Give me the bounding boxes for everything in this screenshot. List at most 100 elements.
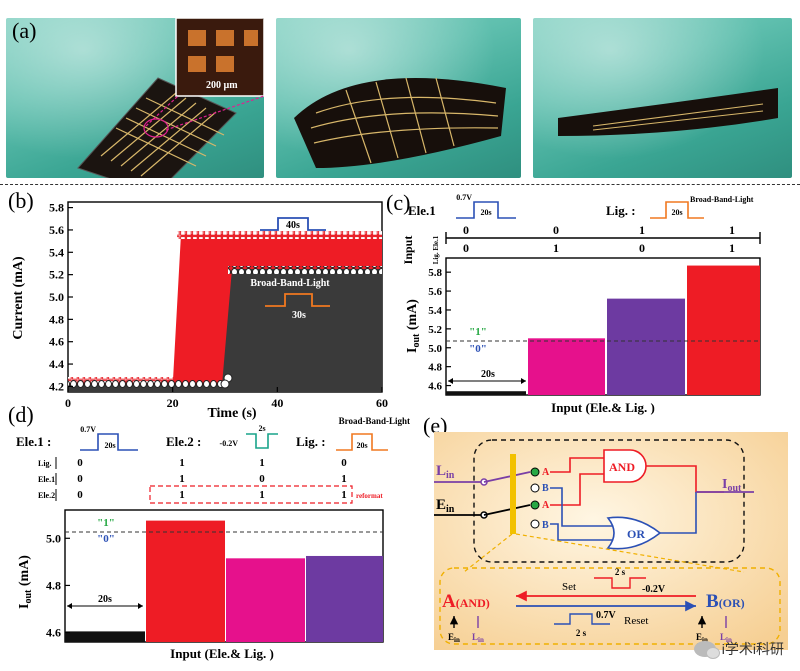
chart-b-pulse-light-width: 30s [292,310,306,321]
chart-c-bar [607,298,685,395]
chart-b-yticks: 4.24.44.64.85.05.25.45.65.8 [49,201,73,393]
chart-b-ytick-label: 5.2 [49,268,64,282]
chart-c-input-label: Input [401,236,415,265]
chart-d-row-name: Ele.2 [38,491,55,500]
panel-b-label: (b) [8,188,34,213]
chart-c-row-labels: Lig. Ele.1 [432,235,440,264]
chart-d: Ele.1 : 0.7V 20s Ele.2 : -0.2V 2s Lig. :… [16,416,410,661]
chart-c-ytick-label: 5.8 [428,267,442,279]
chart-d-ytick-label: 4.6 [46,626,61,640]
diagram-e-and-gate: AND [609,460,635,474]
diagram-e-reset-voltage: 0.7V [596,610,617,621]
chart-c-lig-cell: 0 [639,241,645,255]
diagram-e-state-b: B(OR) [706,591,745,612]
chart-b-xtick-label: 60 [376,396,388,410]
chart-d-reformat: reformat [356,492,383,500]
chart-b-xtick-label: 20 [167,396,179,410]
diagram-e-set-time: 2 s [615,567,626,577]
diagram-e-set-label: Set [562,581,576,593]
photo-device-bent [276,18,521,178]
chart-d-cell: 0 [341,457,347,469]
diagram-e-state-a: A(AND) [442,591,490,612]
chart-c-ele-cell: 1 [639,223,645,237]
chart-c-ytick-label: 5.0 [428,343,442,355]
chart-d-threshold-one: "1" [97,517,115,529]
chart-c-bar [528,338,605,395]
chart-d-ele1-width: 20s [104,441,115,450]
chart-b-pulse-electric-width: 40s [286,220,300,231]
chart-d-ytick-label: 5.0 [46,531,61,545]
chart-b-xtick-label: 40 [271,396,283,410]
chart-c-lig-cell: 1 [729,241,735,255]
watermark: i学术i科研 [693,639,784,659]
chart-c-time-tag: 20s [481,369,495,380]
chart-c: Ele.1 0.7V 20s Lig. : 20s Broad-Band-Lig… [401,193,761,415]
chart-d-cell: 1 [179,473,185,485]
chart-c-threshold-zero: "0" [469,343,487,355]
chart-d-cell: 0 [259,473,265,485]
chart-b-ytick-label: 5.8 [49,201,64,215]
panel-a-label: (a) [12,18,37,43]
diagram-e-pin-b2: B [542,520,549,531]
chart-d-cell: 1 [259,457,265,469]
chart-d-time-tag: 20s [98,594,112,605]
chart-b-ylabel: Current (mA) [11,256,26,340]
chart-c-ylabel: Iout (mA) [405,299,422,353]
photo-device-flat: 200 µm [6,18,264,178]
chart-c-ele-width: 20s [480,208,491,217]
panel-d-label: (d) [8,402,34,427]
chart-c-ele-pulse: 0.7V [456,193,472,202]
chart-d-row-name: Lig. [38,459,52,468]
diagram-e-reset-label: Reset [624,615,648,627]
chart-c-ytick-label: 5.2 [428,324,442,336]
chart-c-lig-label: Lig. : [606,203,636,218]
chart-c-ytick-label: 5.4 [428,305,442,317]
diagram-e-iout: Iout [722,477,742,494]
chart-d-ylabel: Iout (mA) [17,555,34,609]
chart-d-bar [226,558,305,642]
chart-b-ytick-label: 5.4 [49,245,64,259]
chart-c-ytick-label: 4.6 [428,381,442,393]
chart-c-lig-pulse: Broad-Band-Light [690,195,754,204]
chart-c-ytick-label: 4.8 [428,362,442,374]
chart-d-lig-pulse: Broad-Band-Light [339,416,410,426]
chart-c-bar [446,391,526,395]
chart-b-ytick-label: 4.4 [49,357,64,371]
diagram-e-pin-a1: A [542,467,550,478]
diagram-e-lin: Lin [436,463,455,481]
chart-d-cell: 0 [77,489,83,501]
chart-c-bars [446,265,760,395]
chart-b-xticks: 0 20 40 60 [65,387,388,410]
chart-c-ele-label: Ele.1 [408,203,436,218]
chart-b-ytick-label: 5.6 [49,223,64,237]
diagram-e-or-gate: OR [627,527,645,541]
chart-d-yticks: 4.64.85.0 [46,531,70,640]
diagram-e-bottom-lin-b: Lin [720,632,732,644]
chart-c-ytick-label: 5.6 [428,286,442,298]
chart-d-bar [306,555,383,642]
chart-b-ytick-label: 4.2 [49,379,64,393]
chart-d-cell: 1 [259,489,265,501]
diagram-e-pin-b1: B [542,483,549,494]
diagram-e-pin-a2: A [542,500,550,511]
chart-d-cell: 1 [341,473,347,485]
chart-d-lig-width: 20s [356,441,367,450]
chart-d-ele2-pulse: -0.2V [220,439,239,448]
chart-d-cell: 0 [77,473,83,485]
chart-d-cell: 1 [179,489,185,501]
chart-b-pulse-light: Broad-Band-Light [250,278,330,289]
chart-c-ele-cell: 1 [729,223,735,237]
chart-b-xtick-label: 0 [65,396,71,410]
chart-d-ele1-pulse: 0.7V [80,425,96,434]
diagram-e-set-voltage: -0.2V [642,584,666,595]
chart-c-lig-cell: 0 [463,241,469,255]
chart-d-row-name: Ele.1 [38,475,55,484]
chart-d-bars [65,520,383,642]
chart-c-ele-cell: 0 [553,223,559,237]
chart-b-ytick-label: 5.0 [49,290,64,304]
wechat-icon [693,641,720,659]
chart-b-pulse-electric: 0.7V [283,205,304,216]
chart-b-ytick-label: 4.8 [49,312,64,326]
diagram-e-reset-time: 2 s [576,628,587,638]
